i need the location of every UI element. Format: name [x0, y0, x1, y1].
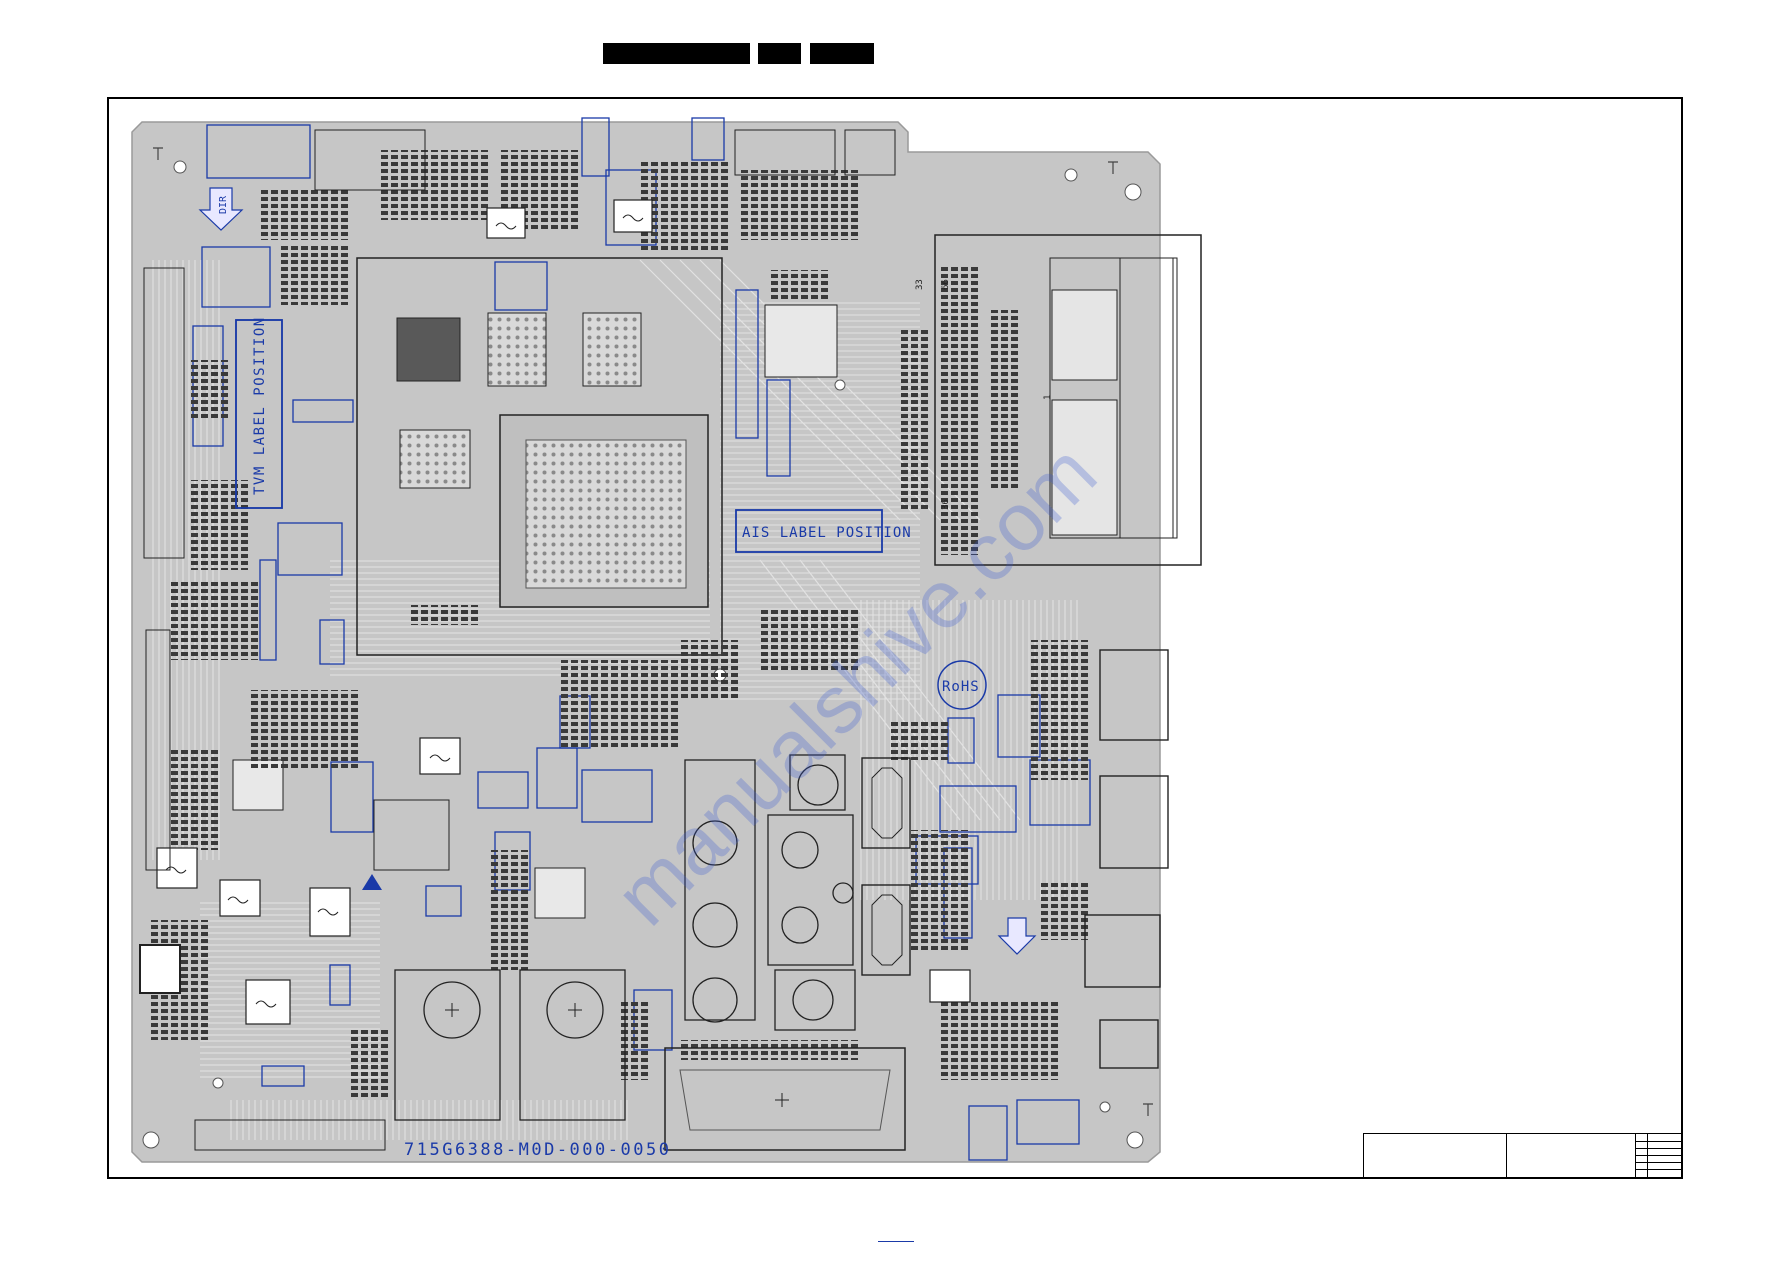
title-block-row [1636, 1148, 1682, 1149]
lvds-connector [934, 234, 1202, 566]
header-block-section [758, 43, 801, 64]
soc-keepout [356, 257, 723, 656]
title-block-row [1636, 1169, 1682, 1170]
pin-label-66: 66 [941, 279, 951, 290]
rohs-text: RoHS [942, 679, 980, 695]
drawing-frame [107, 97, 1683, 1179]
pin-label-33: 33 [915, 279, 925, 290]
title-block-row [1636, 1162, 1682, 1163]
title-block [1363, 1133, 1682, 1178]
header-block-doc-id [603, 43, 750, 64]
title-block-cell-3 [1636, 1134, 1648, 1178]
dir-arrow-text: DIR [218, 195, 229, 214]
dir-arrow-bottom [997, 917, 1037, 955]
scart-connector [664, 1047, 906, 1151]
part-number-text: 715G6388-M0D-000-0050 [404, 1140, 671, 1160]
header-block-page [810, 43, 874, 64]
pin-label-36: 36 [941, 499, 951, 510]
title-block-row [1636, 1141, 1682, 1142]
ddr-chip-1 [487, 312, 547, 387]
page-link[interactable] [878, 1227, 914, 1242]
title-block-cell-2 [1507, 1134, 1636, 1178]
ddr-chip-3 [399, 429, 471, 489]
ais-label-text: AIS LABEL POSITION [742, 525, 912, 541]
tvm-label-text: TVM LABEL POSITION [252, 316, 268, 495]
ddr-chip-2 [582, 312, 642, 387]
dir-arrow-top [198, 187, 244, 231]
title-block-cell-1 [1364, 1134, 1507, 1178]
title-block-row [1636, 1155, 1682, 1156]
pin-label-1: 1 [1043, 395, 1053, 400]
